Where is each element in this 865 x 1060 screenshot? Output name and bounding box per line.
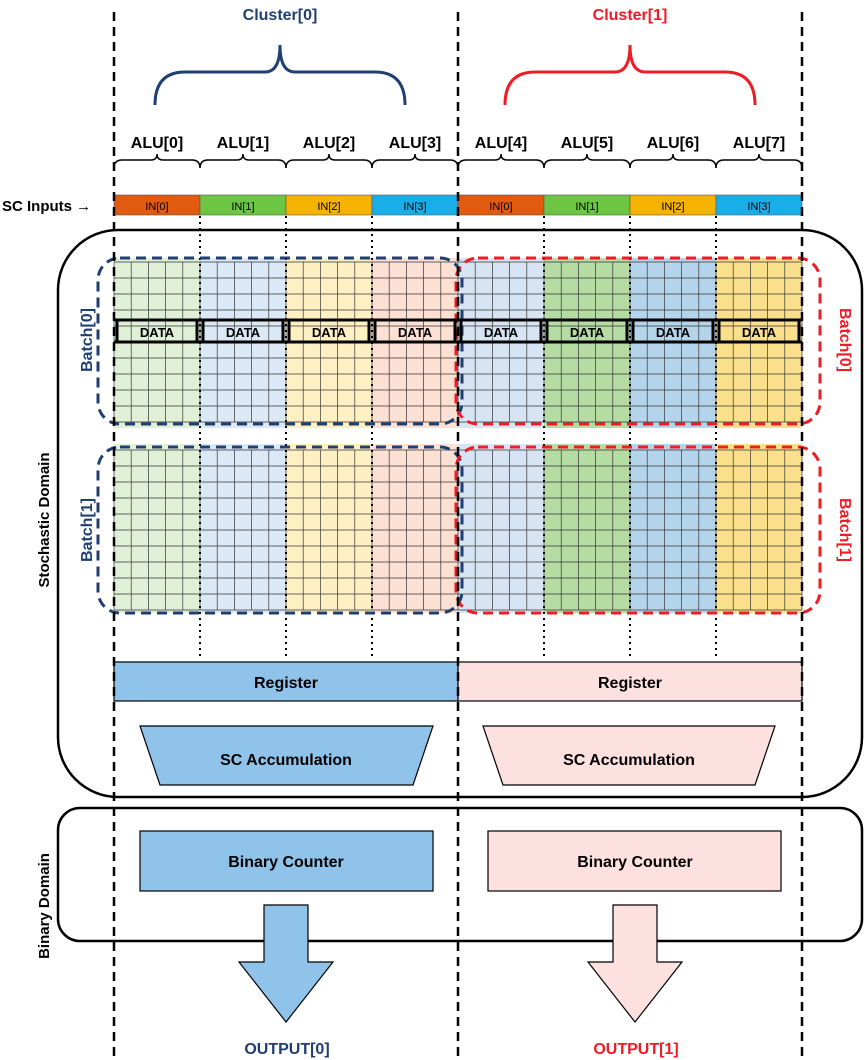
sc-input-label-6: IN[2] [661,201,684,213]
batch-gap [110,428,810,444]
output0-label: OUTPUT[0] [244,1041,329,1058]
data-cell-label-0: DATA [140,325,175,340]
batch0-right-label: Batch[0] [836,308,853,372]
alu-brace-5 [543,153,631,169]
batch0-right-box [454,256,822,426]
data-cell-label-1: DATA [226,325,261,340]
register-left [113,661,459,702]
batch0-left-label: Batch[0] [79,308,96,372]
binary-counter-left [139,830,434,892]
batch0-left-box [96,256,464,426]
binary-domain-box [56,806,864,943]
alu-label-4: ALU[4] [475,135,527,152]
batch1-left-label: Batch[1] [79,498,96,562]
data-cell-label-4: DATA [484,325,519,340]
output1-arrow [586,904,684,1023]
data-cell-label-3: DATA [398,325,433,340]
alu-separators [199,216,717,660]
binary-counter-right-label: Binary Counter [577,854,693,871]
binary-domain-label: Binary Domain [36,853,53,959]
sc-input-label-7: IN[3] [747,201,770,213]
alu-brace-0 [113,153,201,169]
alu-label-6: ALU[6] [647,135,699,152]
data-cell-label-7: DATA [742,325,777,340]
binary-counter-right [487,830,782,892]
alu-label-2: ALU[2] [303,135,355,152]
alu-brace-1 [199,153,287,169]
register-right-label: Register [598,675,662,692]
data-cell-label-2: DATA [312,325,347,340]
alu-label-7: ALU[7] [733,135,785,152]
column-fills [110,258,810,613]
cluster0-label: Cluster[0] [243,7,318,24]
register-right [457,661,803,702]
alu-brace-7 [715,153,803,169]
alu-brace-3 [371,153,459,169]
batch1-right-label: Batch[1] [836,498,853,562]
batch1-left-box [96,445,464,615]
cluster1-label: Cluster[1] [593,7,668,24]
binary-counter-left-label: Binary Counter [228,854,344,871]
sc-input-cell-7 [715,194,803,216]
alu-label-5: ALU[5] [561,135,613,152]
alu-label-3: ALU[3] [389,135,441,152]
sc-input-label-4: IN[0] [489,201,512,213]
sc-input-label-3: IN[3] [403,201,426,213]
sc-accumulation-left-label: SC Accumulation [220,752,352,769]
alu-brace-6 [629,153,717,169]
stochastic-domain-box [56,228,864,799]
alu-brace-2 [285,153,373,169]
sc-accumulation-right [482,725,776,786]
data-cell-label-6: DATA [656,325,691,340]
output0-arrow [237,904,335,1023]
sc-accumulation-right-label: SC Accumulation [563,752,695,769]
sc-accumulation-left [139,725,434,786]
sc-input-label-0: IN[0] [145,201,168,213]
alu-brace-4 [457,153,545,169]
sc-input-label-5: IN[1] [575,201,598,213]
batch1-right-box [454,445,822,615]
data-cell-label-5: DATA [570,325,605,340]
output1-label: OUTPUT[1] [593,1041,678,1058]
alu-label-0: ALU[0] [131,135,183,152]
cluster1-brace [503,44,757,106]
sc-input-label-2: IN[2] [317,201,340,213]
sc-input-strip: IN[0] IN[1] IN[2] IN[3] IN[0] IN[1] IN[2] IN[3] [113,194,803,216]
cluster0-brace [153,44,407,106]
sc-inputs-label: SC Inputs → [2,198,91,215]
register-left-label: Register [254,675,318,692]
sc-input-label-1: IN[1] [231,201,254,213]
alu-labels: ALU[0] ALU[1] ALU[2] ALU[3] ALU[4] ALU[5] ALU[… [113,135,803,169]
stochastic-domain-label: Stochastic Domain [36,452,53,587]
alu-label-1: ALU[1] [217,135,269,152]
